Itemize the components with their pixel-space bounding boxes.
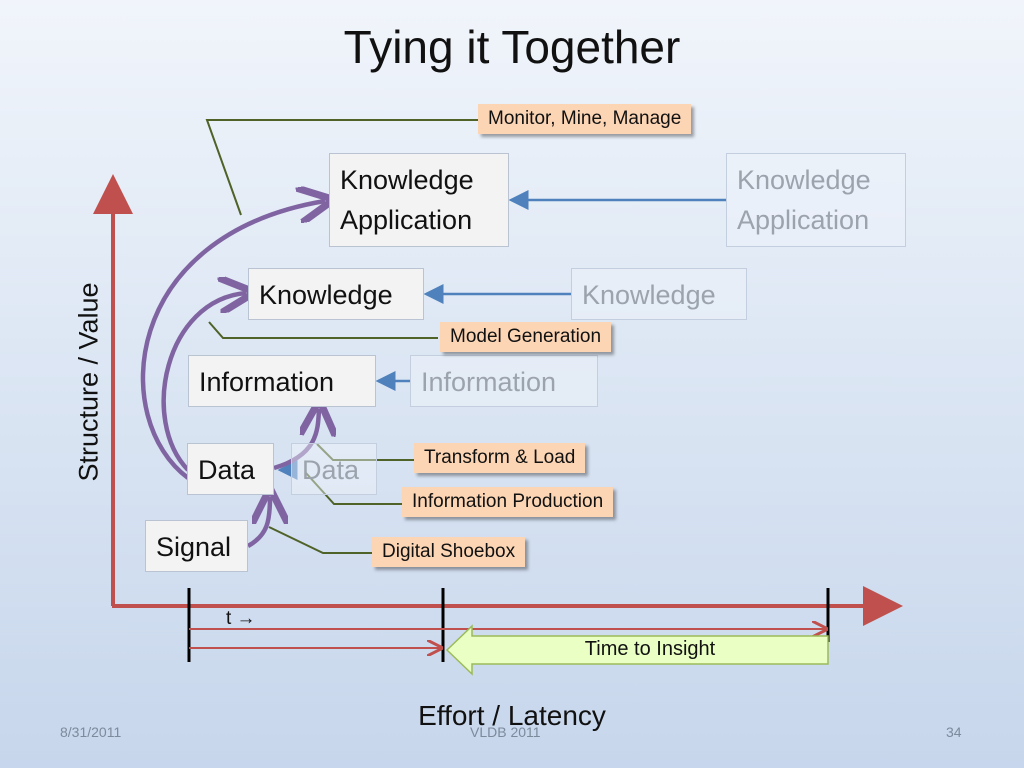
box-knowledge-application: Knowledge Application [329,153,509,247]
curve-data-to-information [273,409,319,471]
callout-information-production: Information Production [402,487,614,517]
leader-monitor [205,119,478,216]
box-knowledge: Knowledge [248,268,424,320]
curve-data-to-ka [140,201,325,480]
callout-transform-load: Transform & Load [414,443,586,473]
ghost-knowledge: Knowledge [571,268,747,320]
leader-digital-shoebox [268,526,372,554]
ghost-knowledge-application: Knowledge Application [726,153,906,247]
x-axis-label: Effort / Latency [418,700,606,731]
box-data: Data [187,443,274,495]
callout-monitor: Monitor, Mine, Manage [478,104,692,134]
box-information: Information [188,355,376,407]
leader-transform-load [316,443,414,461]
curve-data-to-knowledge [161,293,246,472]
curve-signal-to-data [246,497,270,548]
leader-information-production [305,472,402,505]
ghost-information: Information [410,355,598,407]
time-to-insight-arrow [445,624,829,676]
t-label: t → [226,608,256,629]
slide-title: Tying it Together [343,21,681,73]
footer-date: 8/31/2011 [60,724,122,740]
leader-model-generation [208,321,438,339]
callout-model-generation: Model Generation [440,322,612,352]
callout-digital-shoebox: Digital Shoebox [372,537,526,567]
box-signal: Signal [145,520,248,572]
footer-conference: VLDB 2011 [470,724,541,740]
y-axis-label: Structure / Value [73,282,104,482]
footer-page-number: 34 [946,724,962,740]
time-to-insight-label: Time to Insight [584,638,716,660]
ghost-data: Data [291,443,377,495]
